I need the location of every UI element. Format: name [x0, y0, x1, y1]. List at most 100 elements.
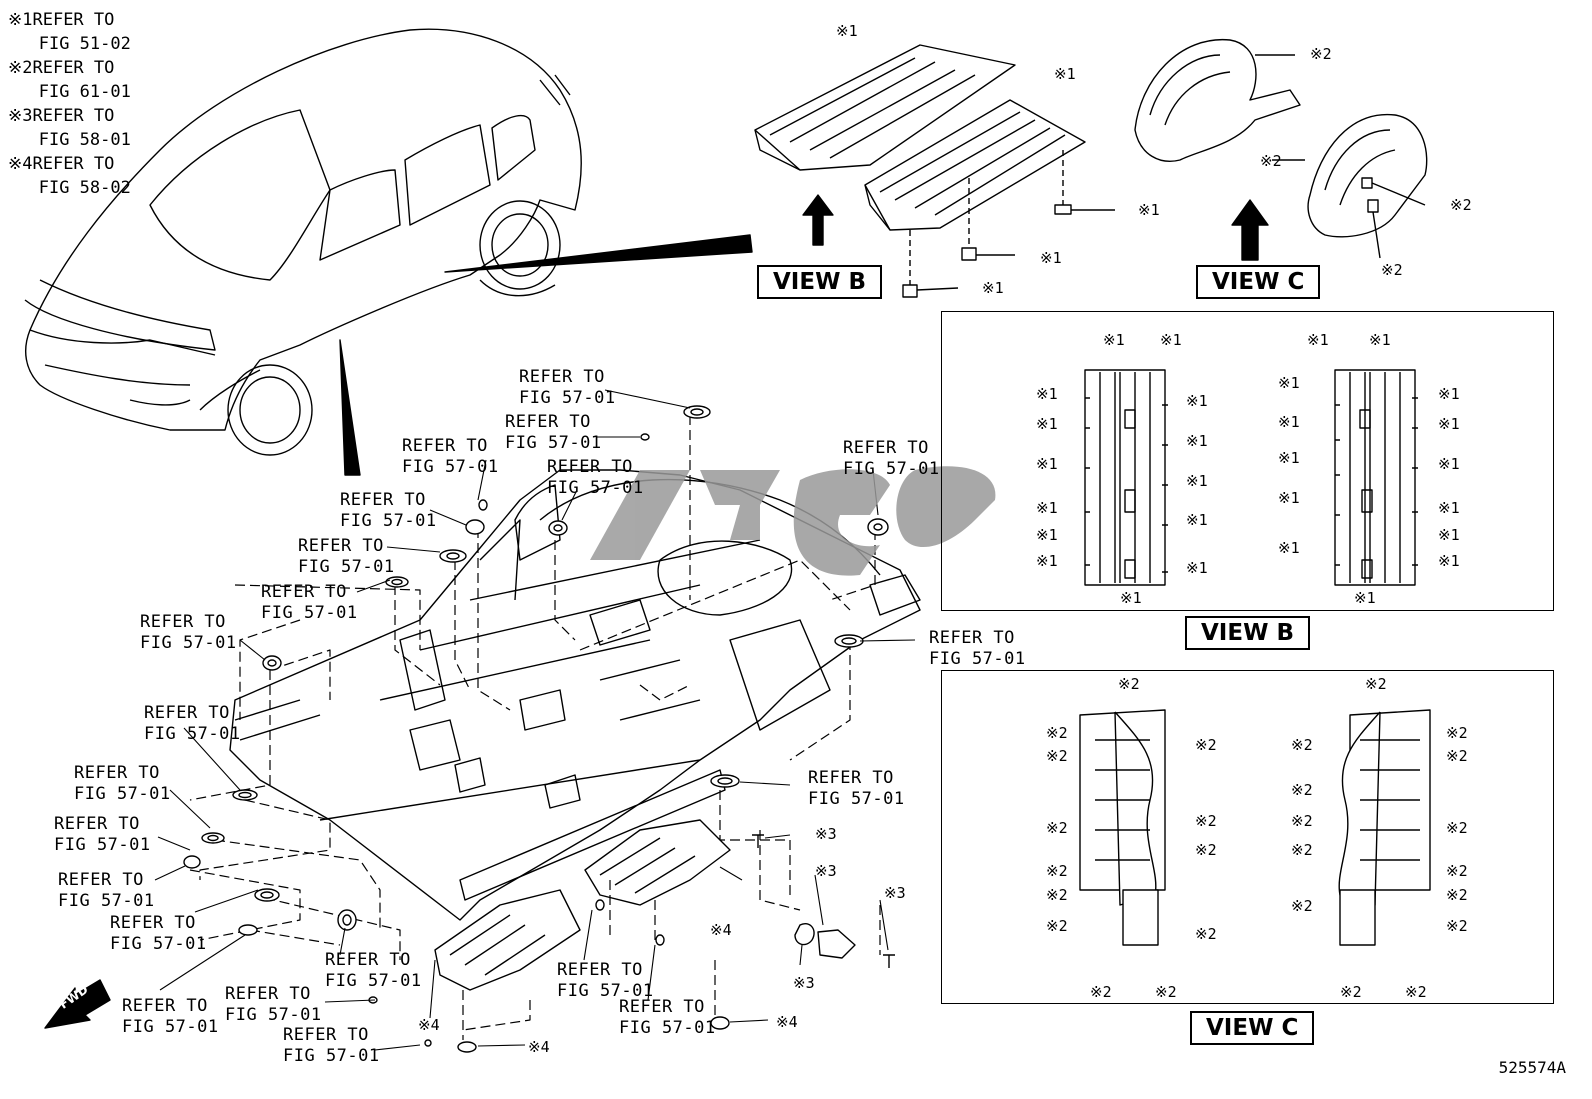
mark-2[interactable]: ※2 [1195, 736, 1217, 754]
legend-line-2b: FIG 61-01 [38, 82, 131, 102]
mark-1[interactable]: ※1 [1438, 526, 1460, 544]
mark-1[interactable]: ※1 [1103, 331, 1125, 349]
mark-1[interactable]: ※1 [1186, 392, 1208, 410]
mark-2[interactable]: ※2 [1450, 196, 1472, 214]
mark-2[interactable]: ※2 [1340, 983, 1362, 1001]
mark-2[interactable]: ※2 [1291, 841, 1313, 859]
mark-1[interactable]: ※1 [1278, 374, 1300, 392]
mark-1[interactable]: ※1 [1438, 455, 1460, 473]
mark-2[interactable]: ※2 [1046, 724, 1068, 742]
mark-1[interactable]: ※1 [1278, 413, 1300, 431]
mark-2[interactable]: ※2 [1046, 917, 1068, 935]
mark-2[interactable]: ※2 [1195, 925, 1217, 943]
mark-3[interactable]: ※3 [884, 884, 906, 902]
mark-1[interactable]: ※1 [1186, 432, 1208, 450]
mark-1[interactable]: ※1 [1036, 526, 1058, 544]
mark-1[interactable]: ※1 [1186, 511, 1208, 529]
mark-1[interactable]: ※1 [1186, 559, 1208, 577]
mark-1[interactable]: ※1 [1307, 331, 1329, 349]
view-c-title: VIEW C [1196, 265, 1321, 299]
mark-2[interactable]: ※2 [1195, 812, 1217, 830]
mark-1[interactable]: ※1 [1036, 415, 1058, 433]
view-c-detail-title: VIEW C [1190, 1011, 1315, 1045]
mark-1[interactable]: ※1 [1138, 201, 1160, 219]
mark-1[interactable]: ※1 [1438, 385, 1460, 403]
engine-under-cover-panels [754, 44, 1115, 298]
mark-3[interactable]: ※3 [793, 974, 815, 992]
mark-2[interactable]: ※2 [1090, 983, 1112, 1001]
mark-3[interactable]: ※3 [815, 825, 837, 843]
mark-2[interactable]: ※2 [1046, 747, 1068, 765]
mark-2[interactable]: ※2 [1046, 886, 1068, 904]
mark-1[interactable]: ※1 [1036, 385, 1058, 403]
mark-2[interactable]: ※2 [1195, 841, 1217, 859]
mark-1[interactable]: ※1 [1160, 331, 1182, 349]
mark-2[interactable]: ※2 [1365, 675, 1387, 693]
mark-1[interactable]: ※1 [1438, 415, 1460, 433]
mark-1[interactable]: ※1 [1040, 249, 1062, 267]
mark-4[interactable]: ※4 [710, 921, 732, 939]
mark-1[interactable]: ※1 [1278, 489, 1300, 507]
mark-1[interactable]: ※1 [982, 279, 1004, 297]
mark-2[interactable]: ※2 [1291, 781, 1313, 799]
mark-4[interactable]: ※4 [418, 1016, 440, 1034]
mark-4[interactable]: ※4 [776, 1013, 798, 1031]
mark-1[interactable]: ※1 [1278, 449, 1300, 467]
mark-3[interactable]: ※3 [815, 862, 837, 880]
mark-1[interactable]: ※1 [1036, 499, 1058, 517]
mark-2[interactable]: ※2 [1381, 261, 1403, 279]
mark-2[interactable]: ※2 [1310, 45, 1332, 63]
view-b-title: VIEW B [757, 265, 882, 299]
mark-1[interactable]: ※1 [1120, 589, 1142, 607]
mark-2[interactable]: ※2 [1046, 819, 1068, 837]
mark-1[interactable]: ※1 [1036, 552, 1058, 570]
mark-2[interactable]: ※2 [1155, 983, 1177, 1001]
mark-1[interactable]: ※1 [1036, 455, 1058, 473]
mark-2[interactable]: ※2 [1291, 812, 1313, 830]
mark-2[interactable]: ※2 [1446, 886, 1468, 904]
mark-2[interactable]: ※2 [1405, 983, 1427, 1001]
mark-2[interactable]: ※2 [1260, 152, 1282, 170]
part-number: 525574A [1498, 1058, 1566, 1077]
mark-2[interactable]: ※2 [1446, 862, 1468, 880]
mark-2[interactable]: ※2 [1291, 897, 1313, 915]
mark-4[interactable]: ※4 [528, 1038, 550, 1056]
mark-2[interactable]: ※2 [1291, 736, 1313, 754]
mark-2[interactable]: ※2 [1446, 819, 1468, 837]
mark-1[interactable]: ※1 [1354, 589, 1376, 607]
mark-2[interactable]: ※2 [1446, 724, 1468, 742]
mark-2[interactable]: ※2 [1046, 862, 1068, 880]
mark-1[interactable]: ※1 [836, 22, 858, 40]
mark-1[interactable]: ※1 [1438, 552, 1460, 570]
mark-1[interactable]: ※1 [1438, 499, 1460, 517]
mark-2[interactable]: ※2 [1446, 747, 1468, 765]
mark-1[interactable]: ※1 [1186, 472, 1208, 490]
mark-2[interactable]: ※2 [1118, 675, 1140, 693]
mark-2[interactable]: ※2 [1446, 917, 1468, 935]
mark-1[interactable]: ※1 [1054, 65, 1076, 83]
mark-1[interactable]: ※1 [1278, 539, 1300, 557]
mark-1[interactable]: ※1 [1369, 331, 1391, 349]
